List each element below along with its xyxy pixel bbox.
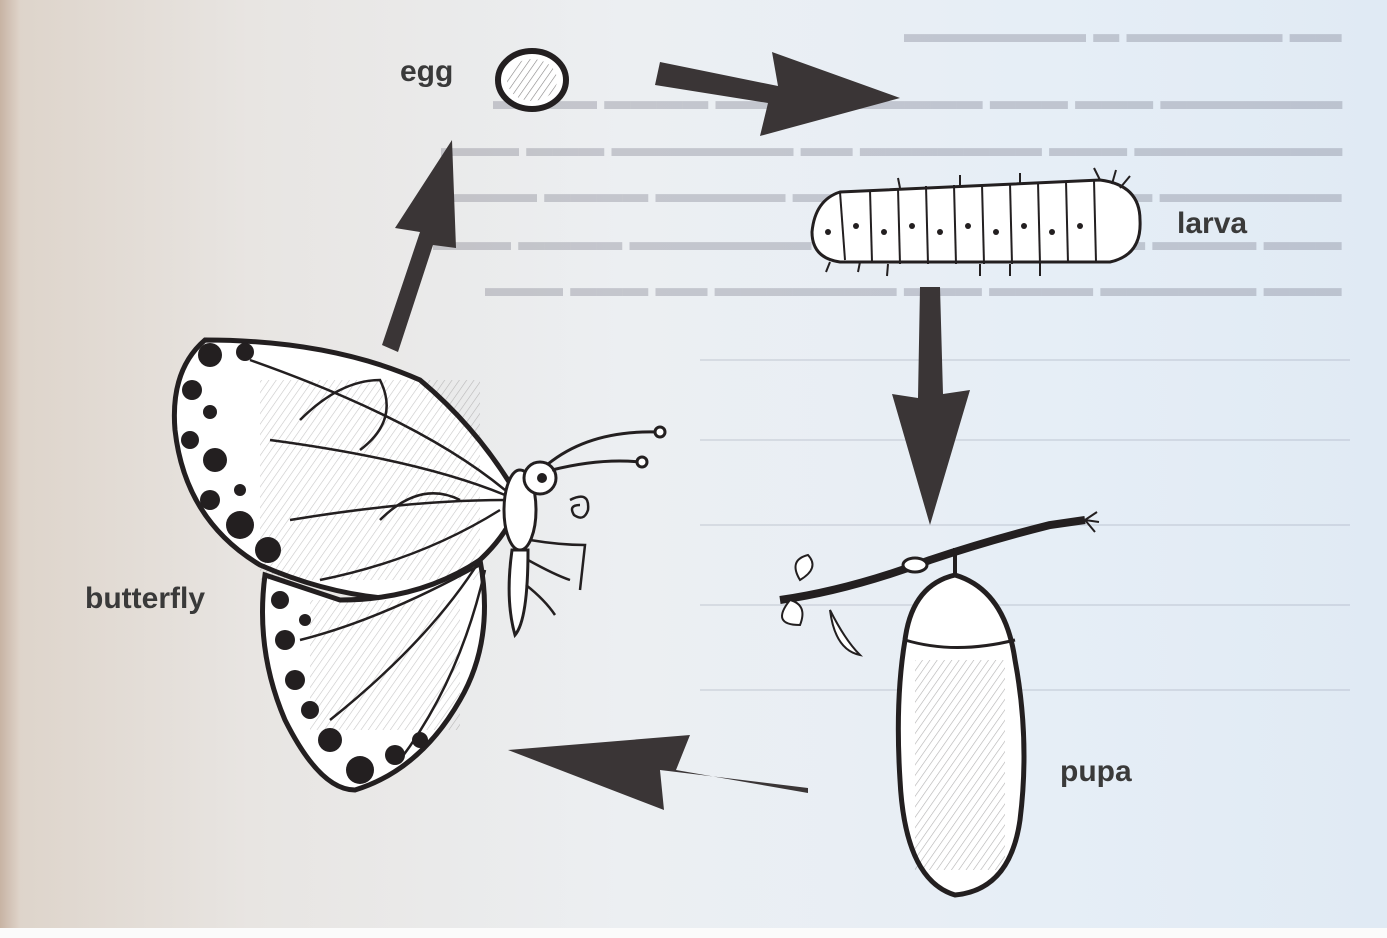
arrow-butterfly-to-egg — [382, 140, 456, 352]
larva-label: larva — [1177, 207, 1247, 241]
egg-illustration — [498, 51, 566, 109]
larva-illustration — [812, 168, 1140, 276]
egg-label: egg — [400, 55, 453, 89]
butterfly-illustration — [174, 340, 665, 790]
butterfly-label: butterfly — [85, 582, 205, 616]
page-edge-bottom — [0, 928, 1387, 938]
arrow-egg-to-larva — [655, 52, 900, 136]
arrow-pupa-to-butterfly — [508, 735, 808, 810]
ghost-rules — [700, 360, 1350, 690]
arrow-larva-to-pupa — [892, 287, 970, 525]
pupa-label: pupa — [1060, 755, 1132, 789]
pupa-illustration — [780, 512, 1099, 895]
